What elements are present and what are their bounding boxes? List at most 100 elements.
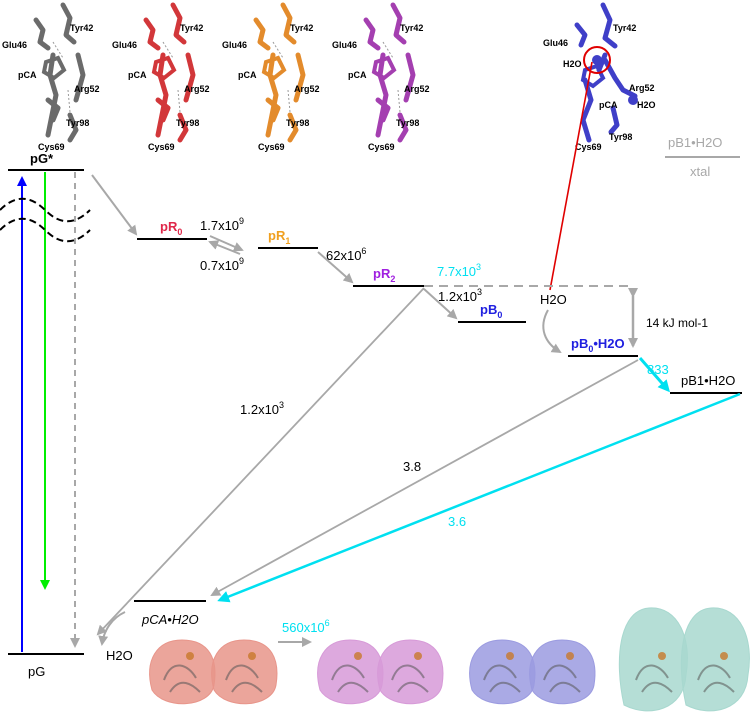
chromophore bbox=[248, 652, 256, 660]
residue-stick bbox=[143, 17, 161, 51]
residue-label-cys69: Cys69 bbox=[38, 142, 65, 152]
arrow-pR0-pR1 bbox=[209, 235, 244, 252]
chromophore bbox=[506, 652, 514, 660]
arrow-pGstar-pR0 bbox=[91, 174, 138, 236]
residue-stick bbox=[596, 52, 608, 73]
residue-label-arg52: Arg52 bbox=[629, 83, 655, 93]
residue-label-pca: pCA bbox=[128, 70, 147, 80]
residue-label-tyr42: Tyr42 bbox=[180, 23, 203, 33]
residue-label-glu46: Glu46 bbox=[112, 40, 137, 50]
residue-stick bbox=[608, 105, 620, 135]
protein-cartoon bbox=[391, 664, 429, 693]
residue-stick bbox=[45, 52, 59, 138]
arrow-pB0H2O-pB1 bbox=[638, 357, 670, 393]
label-pR1: pR1 bbox=[268, 228, 290, 246]
water-molecule bbox=[628, 95, 638, 105]
residue-stick bbox=[67, 112, 79, 143]
residue-label-tyr42: Tyr42 bbox=[400, 23, 423, 33]
residue-stick bbox=[293, 52, 306, 103]
label-pR2: pR2 bbox=[373, 266, 395, 284]
residue-stick bbox=[600, 2, 618, 49]
rate-label-r_pB0H2O_pCA: 3.8 bbox=[403, 459, 421, 474]
pca-ring bbox=[371, 55, 397, 81]
rate-label-r_pCA_surface: 560x106 bbox=[282, 618, 330, 635]
residue-label-pca: pCA bbox=[348, 70, 367, 80]
xtal-label: xtal bbox=[690, 164, 710, 179]
hbond bbox=[397, 89, 401, 113]
rate-label-r_pR2_pB0H2O: 7.7x103 bbox=[437, 262, 481, 279]
chromophore bbox=[720, 652, 728, 660]
residue-stick bbox=[170, 2, 187, 45]
protein-cartoon bbox=[483, 664, 521, 693]
protein-cartoon bbox=[331, 664, 369, 693]
protein-surface-6 bbox=[529, 639, 596, 705]
label-pCA-H2O: pCA•H2O bbox=[141, 612, 199, 627]
pca-ring bbox=[151, 55, 177, 81]
residue-label-arg52: Arg52 bbox=[184, 84, 210, 94]
residue-label-glu46: Glu46 bbox=[543, 38, 568, 48]
chromophore bbox=[354, 652, 362, 660]
rate-label-r_pR2_pB0: 1.2x103 bbox=[438, 287, 482, 304]
hbond bbox=[162, 41, 174, 59]
chromophore bbox=[658, 652, 666, 660]
arrow-pB1-pCA bbox=[217, 392, 741, 603]
residue-label-tyr98: Tyr98 bbox=[396, 118, 419, 128]
hbond bbox=[177, 89, 181, 113]
water-molecule bbox=[592, 55, 602, 65]
protein-surface-5 bbox=[469, 639, 536, 705]
pca-ring bbox=[580, 63, 606, 89]
residue-label-arg52: Arg52 bbox=[74, 84, 100, 94]
label-pG-star: pG* bbox=[30, 151, 54, 166]
protein-surface-1 bbox=[149, 639, 216, 705]
residue-stick bbox=[155, 52, 169, 138]
active-site-structures: Tyr42Glu46pCAArg52Tyr98Cys69Tyr42Glu46pC… bbox=[2, 2, 656, 152]
protein-surface-4 bbox=[377, 639, 444, 705]
hbond bbox=[272, 41, 284, 59]
residue-label-tyr98: Tyr98 bbox=[609, 132, 632, 142]
residue-label-arg52: Arg52 bbox=[404, 84, 430, 94]
residue-stick bbox=[253, 17, 271, 51]
surface-shape bbox=[317, 639, 384, 705]
label-pG: pG bbox=[28, 664, 45, 679]
residue-stick bbox=[403, 52, 416, 103]
residue-label-pca: pCA bbox=[238, 70, 257, 80]
protein-surface-2 bbox=[211, 639, 278, 705]
chromophore bbox=[566, 652, 574, 660]
energy-gap-label: 14 kJ mol-1 bbox=[646, 316, 708, 330]
rate-label-r_pB0H2O_pB1: 833 bbox=[647, 362, 669, 377]
pca-ring bbox=[261, 55, 287, 81]
residue-stick bbox=[375, 97, 391, 123]
red-structure-pointer bbox=[549, 61, 593, 291]
residue-stick bbox=[574, 22, 588, 48]
surface-shape bbox=[149, 639, 216, 705]
surface-shape bbox=[377, 639, 444, 705]
protein-surface-3 bbox=[317, 639, 384, 705]
residue-stick bbox=[375, 52, 389, 138]
residue-stick bbox=[177, 112, 189, 143]
residue-stick bbox=[580, 77, 594, 143]
rate-label-r_pR0_pR1: 1.7x109 bbox=[200, 216, 244, 233]
residue-stick bbox=[265, 97, 281, 123]
residue-stick bbox=[155, 97, 171, 123]
surface-shape bbox=[618, 607, 688, 712]
protein-cartoon bbox=[697, 664, 735, 693]
chromophore bbox=[414, 652, 422, 660]
rate-label-r_pB1_pCA: 3.6 bbox=[448, 514, 466, 529]
protein-cartoon bbox=[635, 664, 673, 693]
arrow-pR2-pB0 bbox=[423, 288, 458, 320]
surface-shape bbox=[680, 607, 750, 712]
residue-label-cys69: Cys69 bbox=[148, 142, 175, 152]
residue-label-h2o: H2O bbox=[563, 59, 582, 69]
residue-stick bbox=[363, 17, 381, 51]
residue-stick bbox=[287, 112, 299, 143]
protein-surfaces bbox=[149, 607, 750, 712]
residue-label-tyr98: Tyr98 bbox=[66, 118, 89, 128]
residue-stick bbox=[45, 97, 61, 123]
protein-cartoon bbox=[225, 664, 263, 693]
label-pB0: pB0 bbox=[480, 302, 502, 320]
